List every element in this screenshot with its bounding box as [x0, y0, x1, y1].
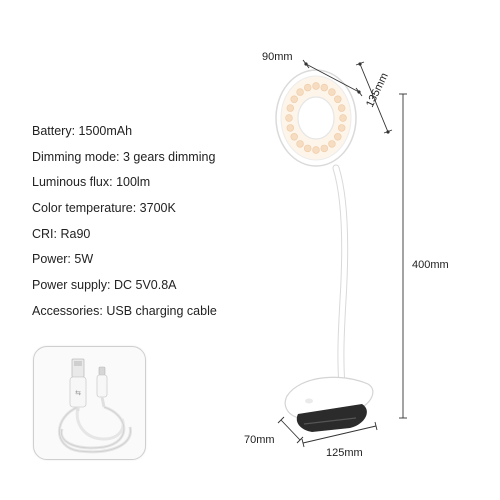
- spec-cri: CRI: Ra90: [32, 226, 91, 241]
- spec-accessories: Accessories: USB charging cable: [32, 303, 217, 318]
- spec-power-supply: Power supply: DC 5V0.8A: [32, 278, 177, 293]
- led-dot: [334, 133, 342, 141]
- led-dot: [290, 133, 298, 141]
- led-dot: [304, 144, 312, 153]
- lamp-clip-base: [284, 376, 374, 432]
- led-dot: [312, 82, 320, 90]
- usb-cable-image-box: ⇆: [33, 346, 146, 460]
- dimension-total-height: 400mm: [412, 259, 449, 271]
- led-dot: [304, 83, 312, 92]
- dimension-lines: [277, 59, 407, 448]
- spec-color-temperature: Color temperature: 3700K: [32, 201, 176, 216]
- spec-dimming-mode: Dimming mode: 3 gears dimming: [32, 149, 216, 164]
- spec-battery: Battery: 1500mAh: [32, 124, 133, 138]
- led-dot: [320, 144, 328, 153]
- led-dot: [338, 124, 346, 132]
- spec-power: Power: 5W: [32, 252, 94, 267]
- dimension-head-width: 90mm: [262, 51, 293, 63]
- led-dot: [328, 140, 336, 148]
- led-ring: [285, 82, 347, 154]
- led-dot: [312, 146, 320, 154]
- dimension-base-width: 70mm: [244, 434, 275, 446]
- lamp-head: [275, 69, 357, 167]
- led-dot: [290, 95, 298, 103]
- led-dot: [334, 95, 342, 103]
- led-dot: [296, 88, 304, 96]
- svg-text:⇆: ⇆: [75, 389, 81, 397]
- led-dot: [320, 83, 328, 92]
- usb-cable-icon: ⇆: [57, 358, 132, 454]
- led-dot: [296, 140, 304, 148]
- dimension-base-length: 125mm: [326, 447, 363, 459]
- led-dot: [285, 114, 293, 122]
- led-dot: [286, 104, 294, 112]
- led-dot: [338, 104, 346, 112]
- spec-list: Battery: 1500mAh Dimming mode: 3 gears d…: [32, 119, 217, 325]
- led-dot: [328, 88, 336, 96]
- led-dot: [286, 124, 294, 132]
- spec-luminous-flux: Luminous flux: 100lm: [32, 175, 151, 190]
- led-dot: [339, 114, 347, 122]
